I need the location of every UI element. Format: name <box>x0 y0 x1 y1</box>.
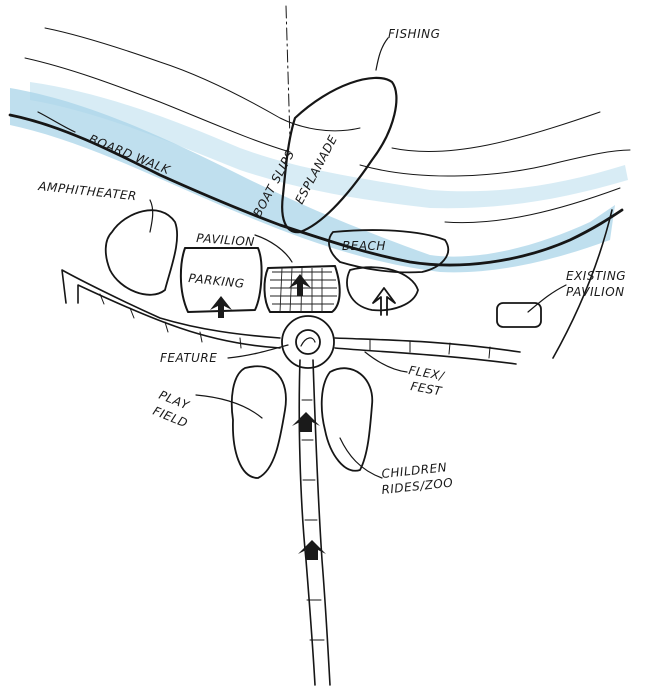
label-amphitheater: AMPHITHEATER <box>37 179 138 203</box>
play-field-zone <box>232 366 286 478</box>
leader-play <box>196 395 262 418</box>
label-fishing: FISHING <box>388 27 440 41</box>
label-beach: BEACH <box>342 239 386 253</box>
entry-road-west <box>299 360 315 685</box>
leader-feature <box>228 345 288 358</box>
leader-flex <box>365 352 407 372</box>
leader-children <box>340 438 382 478</box>
label-existing-pavilion-1: EXISTING <box>566 269 626 283</box>
arrow-to-pavilion <box>289 274 311 296</box>
main-road-west <box>62 270 280 338</box>
arrow-to-parking <box>210 296 232 318</box>
label-existing-pavilion-2: PAVILION <box>566 285 625 299</box>
axis-line <box>286 6 290 140</box>
wave-line-3 <box>392 112 600 152</box>
feature-roundabout-outer <box>282 316 334 368</box>
label-feature: FEATURE <box>160 351 217 365</box>
feature-sculpture <box>301 338 315 346</box>
labels: FISHING BOAT SLIPS ESPLANADE BOARD WALK … <box>37 27 626 497</box>
children-zone <box>322 368 373 471</box>
amphitheater-zone <box>106 210 177 295</box>
pavilion-hatch <box>270 268 337 312</box>
leader-existing <box>528 285 566 312</box>
wave-line-4 <box>360 150 630 176</box>
feature-roundabout-inner <box>296 330 320 354</box>
leader-amphitheater <box>150 200 153 232</box>
label-pavilion: PAVILION <box>196 231 255 249</box>
leader-fishing <box>376 38 388 70</box>
label-parking: PARKING <box>188 271 246 291</box>
